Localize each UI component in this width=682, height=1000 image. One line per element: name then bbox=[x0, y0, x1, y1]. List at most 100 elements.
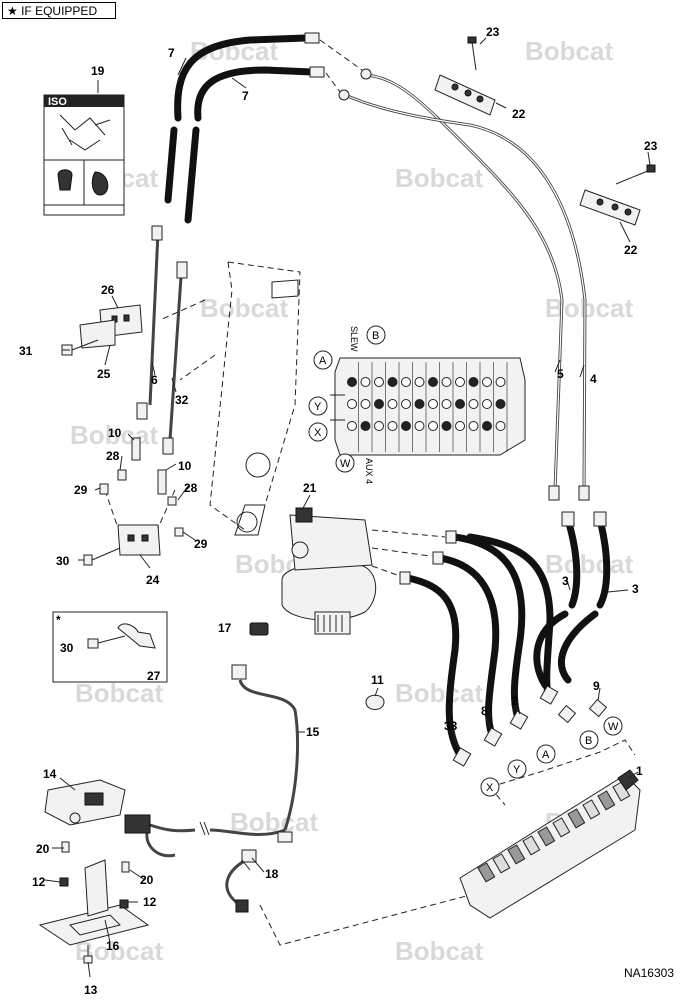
valve-port bbox=[414, 399, 425, 409]
tube-nut bbox=[360, 68, 372, 80]
valve-port bbox=[387, 399, 398, 409]
callout-5: 5 bbox=[557, 367, 564, 381]
callout-13: 13 bbox=[84, 983, 98, 997]
valve-port bbox=[482, 421, 492, 431]
callout-15: 15 bbox=[306, 725, 320, 739]
port-a: A bbox=[319, 355, 327, 367]
callout-22: 22 bbox=[624, 243, 638, 257]
valve-section bbox=[552, 817, 571, 838]
callout-9: 9 bbox=[593, 679, 600, 693]
callout-14: 14 bbox=[43, 767, 57, 781]
valve-section bbox=[492, 853, 511, 874]
aux4-label: AUX 4 bbox=[364, 458, 374, 484]
figure-id: NA16303 bbox=[623, 966, 674, 980]
valve-port bbox=[441, 377, 452, 387]
valve-port bbox=[495, 377, 506, 387]
callout-30: 30 bbox=[56, 554, 70, 568]
tube-fitting bbox=[136, 402, 148, 420]
valve-port bbox=[414, 377, 425, 387]
valve-port bbox=[414, 421, 425, 431]
callout-23: 23 bbox=[644, 139, 658, 153]
callout-10: 10 bbox=[108, 426, 122, 440]
tube-fitting bbox=[578, 485, 590, 501]
callout-31: 31 bbox=[19, 344, 33, 358]
port-w: W bbox=[340, 458, 351, 470]
callout-3: 3 bbox=[562, 574, 569, 588]
valve-port bbox=[387, 377, 398, 387]
watermark: Bobcat bbox=[75, 678, 164, 708]
callout-20: 20 bbox=[140, 873, 154, 887]
hose-fitting bbox=[561, 511, 575, 527]
hose-fitting bbox=[483, 727, 503, 747]
hose-fitting bbox=[432, 551, 444, 565]
callout-3: 3 bbox=[632, 582, 639, 596]
valve-port bbox=[374, 399, 384, 409]
fitting-9 bbox=[588, 698, 608, 718]
hose-fitting bbox=[399, 571, 411, 585]
callout-12: 12 bbox=[143, 895, 157, 909]
callout-22: 22 bbox=[512, 107, 526, 121]
valve-port bbox=[495, 421, 506, 431]
valve-section bbox=[522, 835, 541, 856]
if-equipped-box bbox=[52, 611, 168, 683]
valve-port bbox=[428, 377, 438, 387]
lower-valve-1 bbox=[459, 769, 641, 919]
valve-port bbox=[347, 399, 357, 409]
valve-port bbox=[360, 377, 371, 387]
port-b: B bbox=[372, 330, 379, 342]
valve-port bbox=[441, 399, 452, 409]
upper-valve bbox=[330, 357, 526, 456]
callout-26: 26 bbox=[101, 283, 115, 297]
callout-2: 2 bbox=[511, 694, 518, 708]
watermark: Bobcat bbox=[70, 420, 159, 450]
hose-fitting bbox=[304, 32, 320, 44]
fitting-10-left bbox=[131, 437, 141, 461]
harness-15 bbox=[145, 622, 471, 946]
tube-fitting bbox=[548, 485, 560, 501]
valve-port bbox=[347, 421, 357, 431]
valve-port bbox=[374, 377, 384, 387]
port-w: W bbox=[608, 721, 619, 733]
watermark: Bobcat bbox=[545, 293, 634, 323]
clamp-22-upper bbox=[434, 36, 496, 116]
slew-label: SLEW bbox=[349, 326, 359, 352]
fitting-10-right bbox=[157, 469, 167, 495]
watermark: Bobcat bbox=[525, 36, 614, 66]
decal-19: ISO bbox=[43, 94, 125, 216]
upper-port-labels: A B Y X W SLEW AUX 4 bbox=[308, 325, 386, 484]
valve-port bbox=[360, 399, 371, 409]
valve-port bbox=[482, 377, 492, 387]
callout-29: 29 bbox=[194, 537, 208, 551]
valve-port bbox=[401, 399, 411, 409]
valve-section bbox=[537, 826, 556, 847]
callout-6: 6 bbox=[151, 373, 158, 387]
if-equipped-legend: ★ IF EQUIPPED bbox=[2, 2, 116, 19]
valve-port bbox=[441, 421, 452, 431]
hose-fitting bbox=[452, 747, 472, 767]
callout-12: 12 bbox=[32, 875, 46, 889]
valve-port bbox=[387, 421, 398, 431]
valve-port bbox=[468, 421, 479, 431]
valve-port bbox=[428, 399, 438, 409]
valve-port bbox=[495, 399, 506, 409]
valve-port bbox=[455, 421, 465, 431]
port-x: X bbox=[314, 427, 322, 439]
tubes-4-5 bbox=[319, 39, 590, 501]
valve-port bbox=[374, 421, 384, 431]
callout-8: 8 bbox=[481, 704, 488, 718]
port-b: B bbox=[585, 735, 592, 747]
callout-20: 20 bbox=[36, 842, 50, 856]
callout-10: 10 bbox=[178, 459, 192, 473]
port-y: Y bbox=[314, 401, 322, 413]
port-a: A bbox=[542, 749, 550, 761]
tube-6-32 bbox=[136, 225, 188, 455]
valve-port bbox=[482, 399, 492, 409]
tube-fitting bbox=[162, 437, 174, 455]
valve-port bbox=[455, 377, 465, 387]
controller-14 bbox=[44, 779, 151, 834]
valve-port bbox=[455, 399, 465, 409]
leader-lines bbox=[44, 37, 651, 978]
fitting-9 bbox=[557, 704, 577, 724]
clamp-26 bbox=[61, 304, 143, 356]
